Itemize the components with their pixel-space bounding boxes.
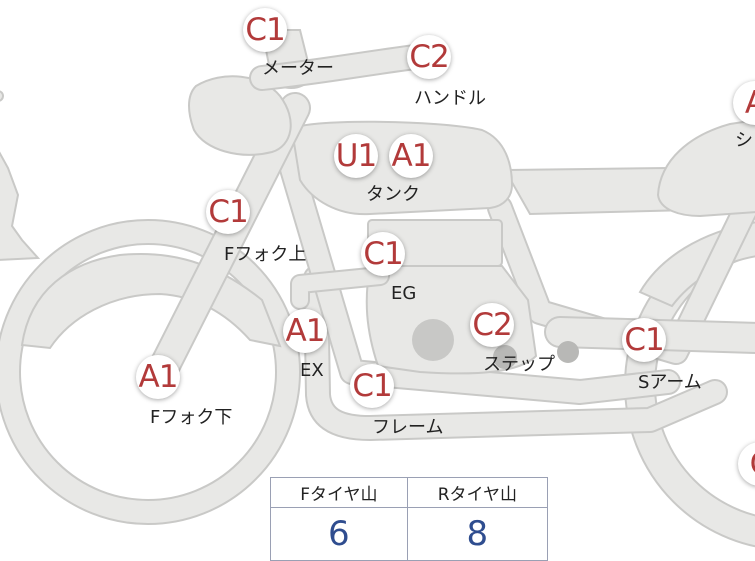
tank-a-grade-badge: A1 <box>389 134 433 178</box>
tank-u-grade-badge: U1 <box>334 134 378 178</box>
seat-label: シ <box>735 130 753 151</box>
ex-label: EX <box>300 360 324 381</box>
seat-grade-badge: A <box>733 81 755 125</box>
step-grade-badge: C2 <box>470 303 514 347</box>
step-peg-front <box>493 345 517 369</box>
front-tire-value: 6 <box>270 507 408 561</box>
ffork-upper-label: Fフォク上 <box>224 244 307 265</box>
rear-tire-value: 8 <box>406 507 549 561</box>
ffork-upper-grade-badge: C1 <box>206 190 250 234</box>
ffork-lower-label: Fフォク下 <box>150 407 233 428</box>
down-tube <box>274 134 679 403</box>
tank-label: タンク <box>366 184 420 205</box>
table-header-row: Fタイヤ山 Rタイヤ山 <box>270 477 549 508</box>
step-peg-rear <box>557 341 579 363</box>
handle-grade-badge: C2 <box>407 35 451 79</box>
tire-tread-table: Fタイヤ山 Rタイヤ山 6 8 <box>270 477 549 561</box>
frame-label: フレーム <box>372 417 444 438</box>
front-tire <box>0 221 299 523</box>
front-tire-header: Fタイヤ山 <box>270 477 408 508</box>
left-edge-dot <box>0 90 4 102</box>
eg-grade-badge: C1 <box>361 232 405 276</box>
eg-label: EG <box>391 283 417 304</box>
handlebar <box>251 44 441 89</box>
rear-lower-grade-badge: C <box>738 442 755 486</box>
seat <box>656 119 755 218</box>
table-value-row: 6 8 <box>270 507 549 561</box>
meter-grade-badge: C1 <box>243 8 287 52</box>
frame-grade-badge: C1 <box>350 364 394 408</box>
left-edge-fragment <box>0 151 41 261</box>
rear-tire-header: Rタイヤ山 <box>406 477 549 508</box>
frame-lower <box>305 267 726 439</box>
ffork-lower-grade-badge: A1 <box>136 355 180 399</box>
ex-grade-badge: A1 <box>283 309 327 353</box>
handle-label: ハンドル <box>414 88 486 109</box>
swingarm-grade-badge: C1 <box>622 318 666 362</box>
exhaust-pipe <box>292 268 388 308</box>
step-label: ステップ <box>483 354 555 375</box>
swingarm-label: Sアーム <box>638 372 702 393</box>
engine-cover <box>412 319 454 361</box>
meter-label: メーター <box>262 58 334 79</box>
